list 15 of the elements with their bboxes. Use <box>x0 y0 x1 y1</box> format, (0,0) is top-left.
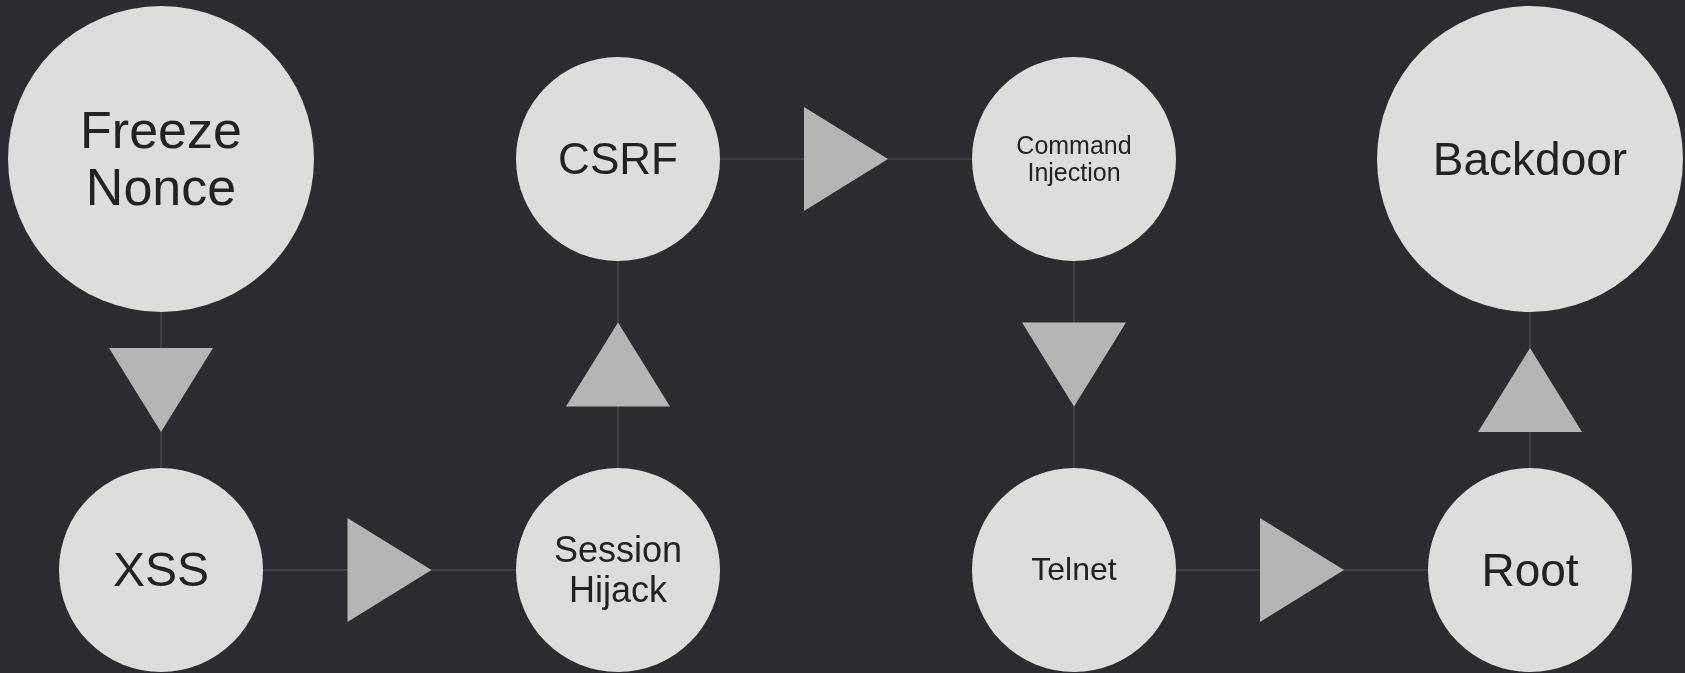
node-label: Session Hijack <box>552 530 684 610</box>
node-label: Root <box>1480 544 1580 596</box>
arrow <box>1022 260 1126 469</box>
arrow <box>566 260 670 469</box>
arrow <box>262 518 517 622</box>
node-label: Freeze Nonce <box>79 101 243 217</box>
node-label: CSRF <box>557 134 679 184</box>
node-label: Backdoor <box>1431 133 1629 185</box>
arrow <box>109 311 213 469</box>
node-label: Telnet <box>1030 552 1118 588</box>
arrow <box>719 107 973 211</box>
arrow <box>1175 518 1429 622</box>
node-label: Command Injection <box>1015 131 1133 187</box>
arrow <box>1478 311 1582 469</box>
node-label: XSS <box>111 543 210 597</box>
